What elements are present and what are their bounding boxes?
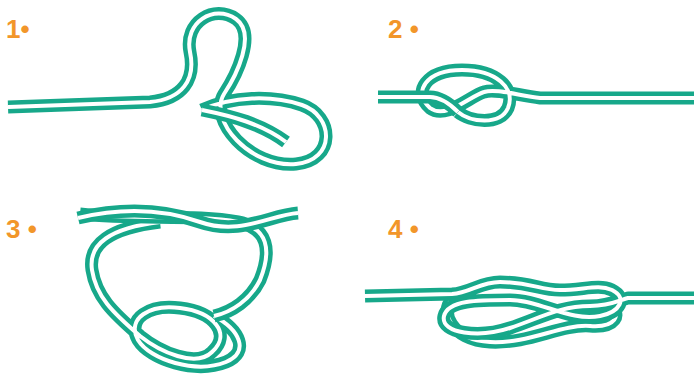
step-number: 1• [6, 16, 30, 42]
step-number: 4 • [388, 216, 419, 242]
rope-step-3 [78, 211, 298, 367]
step-number: 3 • [6, 216, 37, 242]
rope-step-2 [378, 70, 694, 121]
rope-step-4 [365, 282, 694, 342]
rope-step-1 [8, 14, 326, 165]
step-number: 2 • [388, 16, 419, 42]
